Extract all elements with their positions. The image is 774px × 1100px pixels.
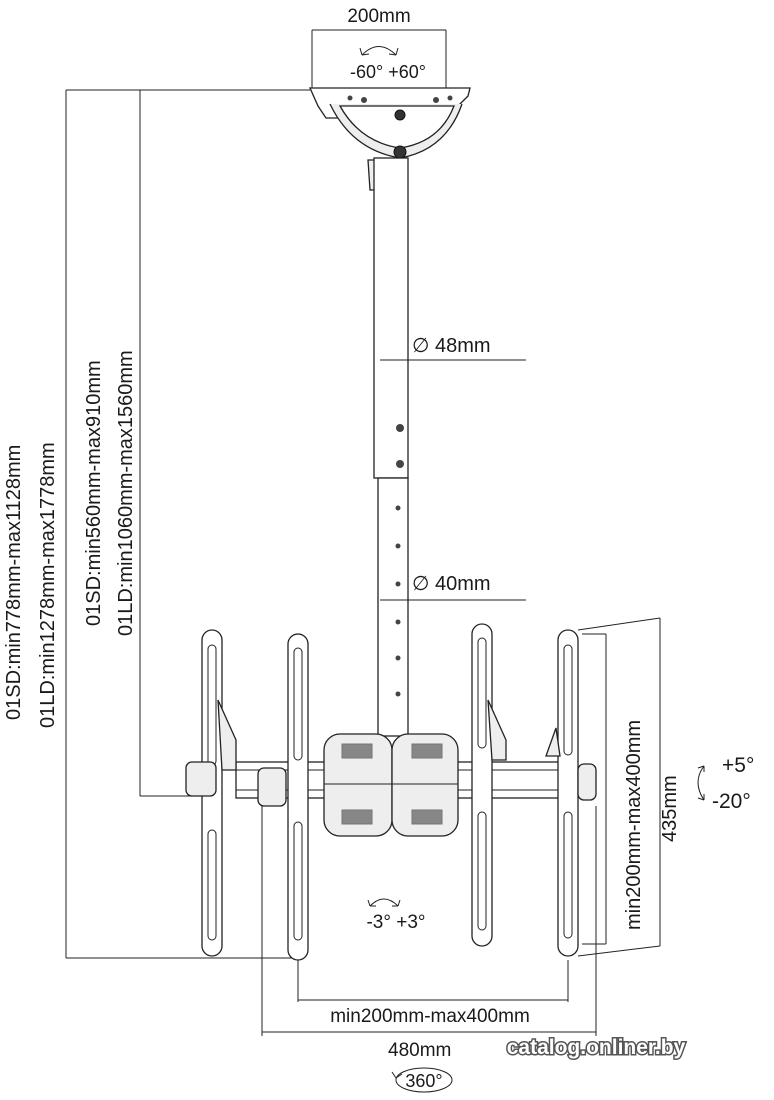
vesa-vertical-label: min200mm-max400mm bbox=[623, 720, 645, 930]
height-ld-pole-label: 01LD:min1060mm-max1560mm bbox=[115, 350, 137, 636]
height-sd-total-label: 01SD:min778mm-max1128mm bbox=[3, 445, 25, 720]
rotation-label: 360° bbox=[405, 1071, 442, 1091]
height-sd-pole-label: 01SD:min560mm-max910mm bbox=[83, 360, 105, 626]
pole-upper-diameter-label: ∅ 48mm bbox=[412, 335, 491, 357]
vesa-arm-3 bbox=[471, 623, 507, 947]
tilt-arrow-icon bbox=[697, 765, 705, 801]
central-clamp bbox=[323, 733, 459, 837]
tilt-down-label: -20° bbox=[712, 790, 751, 813]
vesa-horizontal-label: min200mm-max400mm bbox=[330, 1006, 530, 1027]
swivel-range-label: -60° +60° bbox=[350, 62, 426, 82]
tilt-up-label: +5° bbox=[722, 754, 754, 777]
watermark: catalog.onliner.by bbox=[505, 1035, 687, 1061]
level-adjust-label: -3° +3° bbox=[366, 912, 425, 933]
vesa-arm-1 bbox=[185, 629, 237, 957]
lower-pole bbox=[377, 477, 409, 737]
level-arrow-icon bbox=[367, 898, 401, 907]
vesa-arm-4 bbox=[545, 629, 597, 957]
pole-lower-diameter-label: ∅ 40mm bbox=[412, 573, 491, 595]
rotation-arrow-icon bbox=[391, 1067, 453, 1093]
vertical-span-label: 435mm bbox=[659, 775, 681, 842]
swivel-arrow-icon bbox=[359, 46, 399, 56]
bracket-width-label: 480mm bbox=[388, 1040, 451, 1061]
watermark-text: catalog.onliner.by bbox=[507, 1036, 686, 1059]
plate-width-dimension: 200mm bbox=[311, 6, 447, 90]
ceiling-plate bbox=[308, 87, 471, 191]
vertical-span-dimension bbox=[577, 617, 661, 957]
vesa-horizontal-dimension bbox=[297, 960, 569, 1002]
total-height-dimension bbox=[65, 89, 310, 959]
upper-pole bbox=[373, 157, 409, 479]
vesa-arm-2 bbox=[257, 633, 309, 961]
bracket-width-dimension bbox=[261, 806, 597, 1036]
pole-height-dimension bbox=[139, 90, 190, 797]
height-ld-total-label: 01LD:min1278mm-max1778mm bbox=[37, 442, 59, 728]
plate-width-label: 200mm bbox=[347, 6, 410, 27]
